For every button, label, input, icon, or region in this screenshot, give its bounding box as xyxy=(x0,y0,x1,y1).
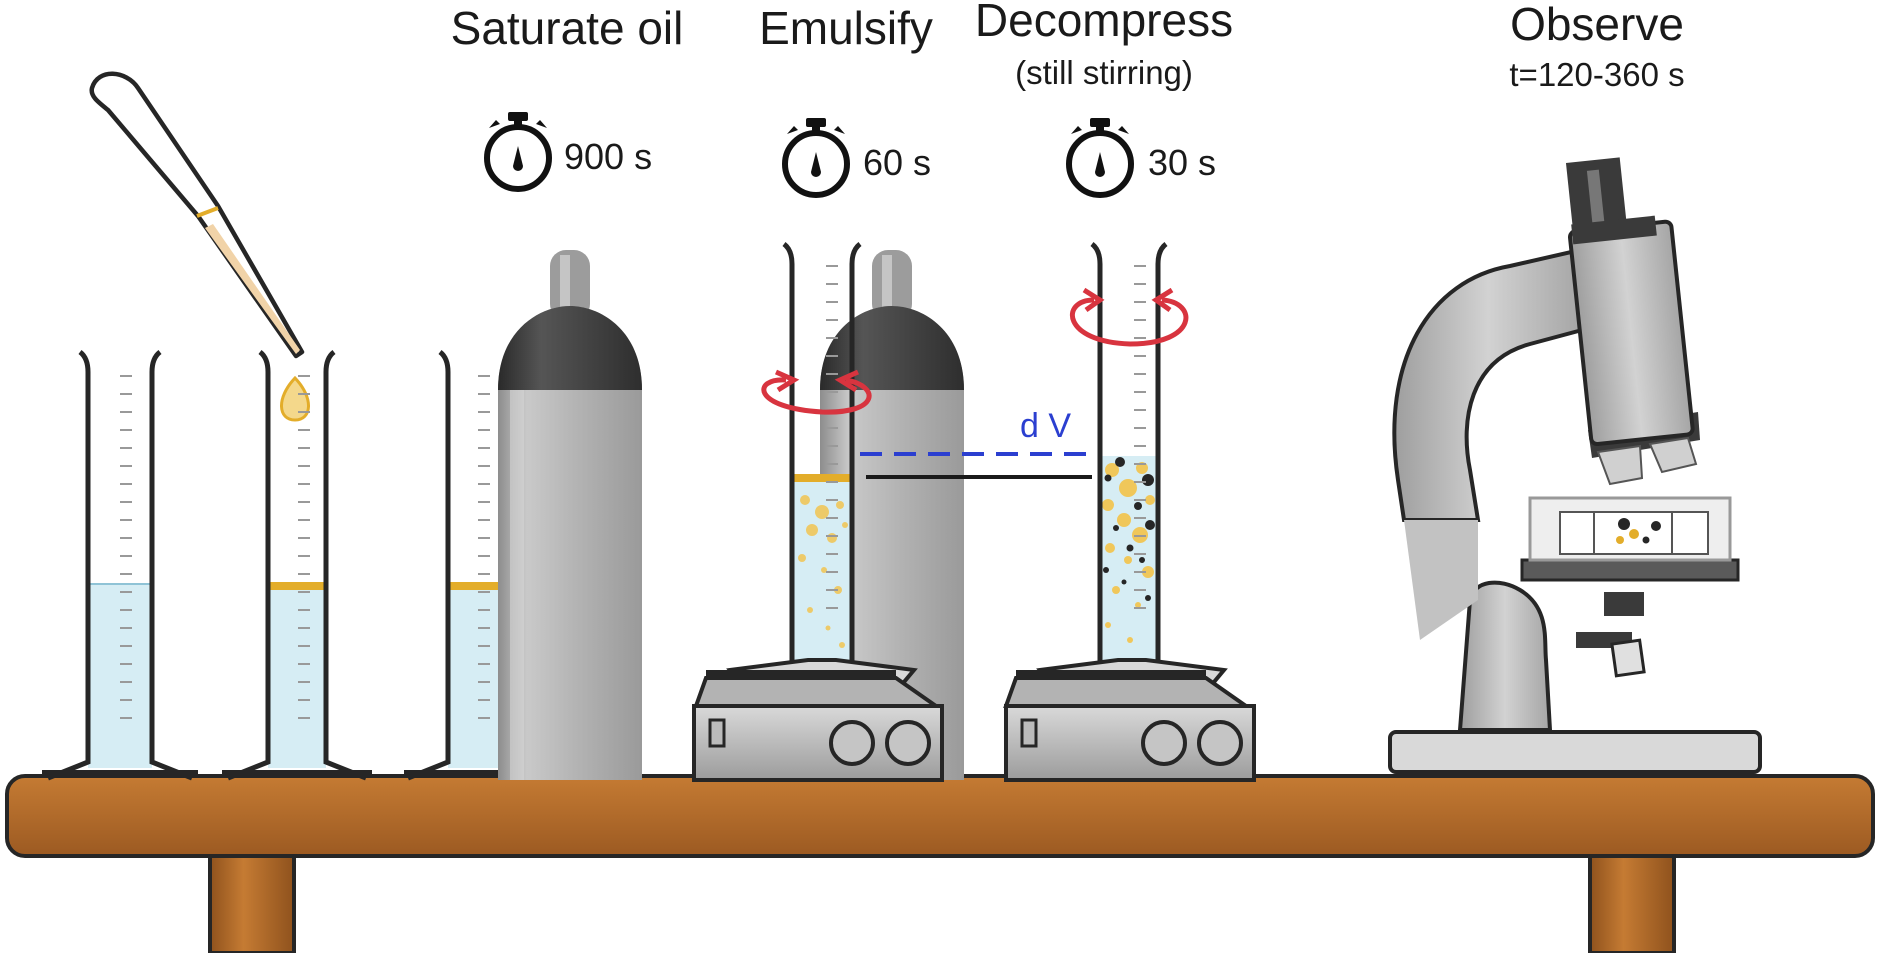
step-title-observe: Observe xyxy=(1510,0,1684,50)
magnetic-stirrer-icon xyxy=(692,658,944,782)
step-subtitle-decompress: (still stirring) xyxy=(1015,54,1193,91)
stopwatch-icon-decompress xyxy=(1069,118,1131,195)
step-title-emulsify: Emulsify xyxy=(759,2,933,54)
stopwatch-icon-emulsify xyxy=(785,118,847,195)
stir-arrow-icon xyxy=(761,369,872,415)
step-subtitle-observe: t=120-360 s xyxy=(1509,56,1684,93)
gas-cylinder-icon xyxy=(498,250,642,780)
stir-arrow-icon-decompress xyxy=(1069,287,1189,347)
table-top xyxy=(5,774,1875,858)
timer-saturate: 900 s xyxy=(564,136,652,177)
magnetic-stirrer-icon-decompress xyxy=(1003,658,1256,782)
graduated-cylinder-water-oil xyxy=(222,350,372,781)
volume-change-label: d V xyxy=(1020,407,1071,445)
step-title-decompress: Decompress xyxy=(975,0,1233,46)
stopwatch-icon xyxy=(487,112,549,189)
pipette-icon xyxy=(89,71,305,359)
table xyxy=(5,774,1875,953)
graduated-cylinder-emulsion xyxy=(782,242,862,662)
table-leg-right xyxy=(1588,848,1676,953)
timer-decompress: 30 s xyxy=(1148,142,1216,183)
timer-emulsify: 60 s xyxy=(863,142,931,183)
graduated-cylinder-saturation xyxy=(404,350,514,781)
oil-drop-icon xyxy=(280,375,310,422)
step-title-saturate: Saturate oil xyxy=(451,2,684,54)
graduated-cylinder-water xyxy=(42,350,198,781)
microscope-icon xyxy=(1388,157,1762,774)
table-leg-left xyxy=(208,848,296,953)
graduated-cylinder-decompressed xyxy=(1090,242,1168,662)
